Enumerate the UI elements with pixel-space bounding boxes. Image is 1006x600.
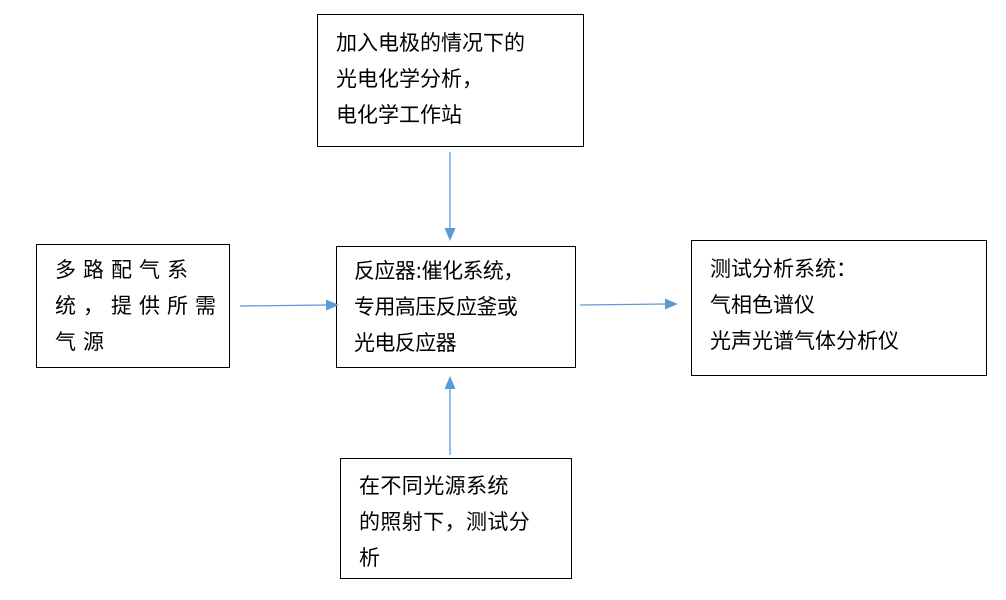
arrow-top-to-reactor xyxy=(444,152,456,241)
arrow-left-to-reactor xyxy=(239,299,339,311)
box-text-line: 的照射下，测试分 xyxy=(359,510,531,534)
box-text-line: 反应器:催化系统， xyxy=(354,259,524,283)
box-text-line: 光电反应器 xyxy=(354,331,457,355)
box-text-line: 析 xyxy=(359,546,381,570)
box-text-line: 统，提供所需 xyxy=(55,294,223,318)
arrow-bottom-to-reactor xyxy=(444,376,456,455)
reactor-box: 反应器:催化系统， 专用高压反应釜或 光电反应器 xyxy=(336,246,576,368)
box-text-line: 气相色谱仪 xyxy=(710,293,815,317)
test-analysis-box: 测试分析系统： 气相色谱仪 光声光谱气体分析仪 xyxy=(691,240,987,376)
box-text-line: 电化学工作站 xyxy=(336,103,462,127)
arrow-reactor-to-analysis xyxy=(579,298,678,310)
gas-distribution-box: 多路配气系 统，提供所需 气源 xyxy=(36,244,230,368)
box-text-line: 多路配气系 xyxy=(55,258,195,282)
light-source-box: 在不同光源系统 的照射下，测试分 析 xyxy=(340,458,572,579)
box-text-line: 测试分析系统： xyxy=(710,257,857,281)
box-text-line: 在不同光源系统 xyxy=(359,474,509,498)
photoelectrochemical-analysis-box: 加入电极的情况下的 光电化学分析， 电化学工作站 xyxy=(317,14,584,147)
box-text-line: 光电化学分析， xyxy=(336,67,483,91)
box-text-line: 专用高压反应釜或 xyxy=(354,295,518,319)
box-text-line: 加入电极的情况下的 xyxy=(336,31,525,55)
box-text-line: 光声光谱气体分析仪 xyxy=(710,329,899,353)
box-text-line: 气源 xyxy=(55,330,111,354)
